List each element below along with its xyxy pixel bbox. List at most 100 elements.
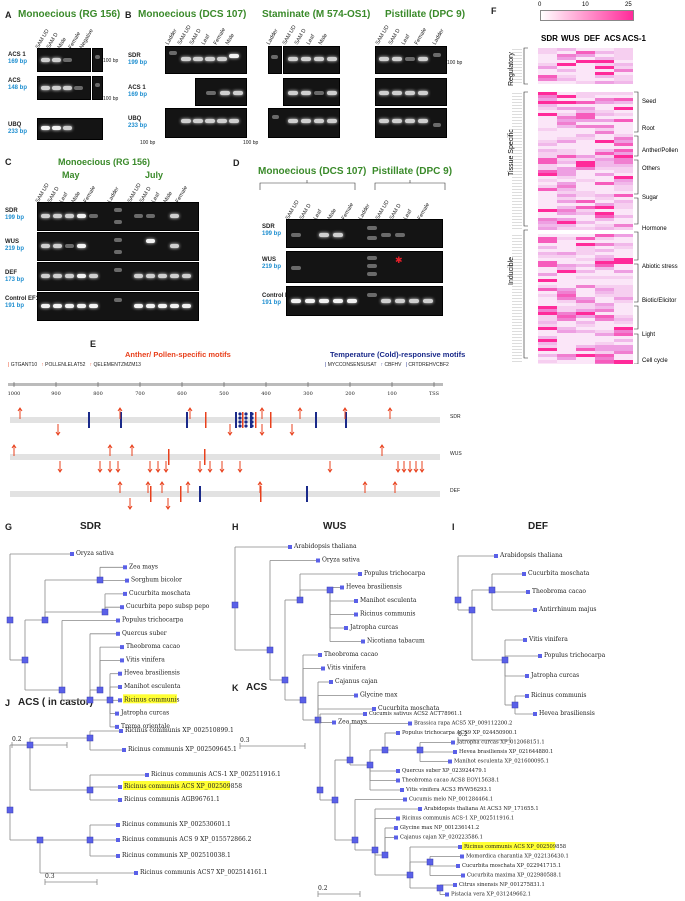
arrow-up-icon <box>259 407 265 419</box>
tree-node <box>326 586 334 594</box>
axis-tick-label: 300 <box>303 391 313 397</box>
heatmap-cell <box>595 72 614 75</box>
heatmap-cell <box>557 333 576 336</box>
heatmap-cell <box>576 306 595 309</box>
heatmap-cell <box>538 72 557 75</box>
heatmap-cell <box>557 354 576 357</box>
taxon-label: Zea mays <box>338 719 367 726</box>
heatmap-cell <box>557 246 576 249</box>
panel-d-title-1: Monoecious (DCS 107) <box>258 166 367 177</box>
heatmap-cell <box>538 75 557 78</box>
tree-node <box>26 741 34 749</box>
arrow-down-icon <box>413 461 419 473</box>
heatmap-cell <box>557 116 576 119</box>
heatmap-cell <box>614 252 633 255</box>
tree-leaf-marker <box>134 871 138 875</box>
panel-b-title-1: Monoecious (DCS 107) <box>138 9 247 20</box>
heatmap-cell <box>614 161 633 164</box>
category-label: Biotic/Elicitor <box>642 298 677 304</box>
promoter-track-sdr <box>10 417 440 423</box>
heatmap-cell <box>557 273 576 276</box>
heatmap-cell <box>576 321 595 324</box>
heatmap-cell <box>595 300 614 303</box>
heatmap-cell <box>614 149 633 152</box>
heatmap-cell <box>557 282 576 285</box>
heatmap-cell <box>538 360 557 363</box>
heatmap-cell <box>614 261 633 264</box>
heatmap-cell <box>614 339 633 342</box>
heatmap-cell <box>614 249 633 252</box>
heatmap-cell <box>614 243 633 246</box>
heatmap-cell <box>614 212 633 215</box>
heatmap-cell <box>538 318 557 321</box>
taxon-label: Arabidopsis thaliana <box>499 552 563 559</box>
heatmap-cell <box>576 107 595 110</box>
heatmap-cell <box>614 179 633 182</box>
axis-tick-label: 800 <box>93 391 103 397</box>
heatmap-cell <box>538 81 557 84</box>
tree-node <box>86 696 94 704</box>
heatmap-cell <box>538 170 557 173</box>
heatmap-cell <box>614 240 633 243</box>
heatmap-cell <box>576 66 595 69</box>
heatmap-cell <box>614 237 633 240</box>
taxon-label: Ricinus communis ACS-1 XP_002511916.1 <box>402 816 514 822</box>
heatmap-cell <box>576 237 595 240</box>
heatmap-cell <box>614 158 633 161</box>
heatmap-cell <box>595 345 614 348</box>
scale-tick: 25 <box>625 2 632 8</box>
arrow-down-icon <box>401 461 407 473</box>
panel-b-letter: B <box>125 10 132 20</box>
heatmap-cell <box>614 92 633 95</box>
arrow-up-icon <box>187 407 193 419</box>
tree-leaf-marker <box>118 698 122 703</box>
heatmap-cell <box>538 315 557 318</box>
heatmap-cell <box>576 261 595 264</box>
heatmap-cell <box>595 167 614 170</box>
heatmap-cell <box>595 164 614 167</box>
heatmap-cell <box>538 54 557 57</box>
temp-motif-mark <box>88 412 90 428</box>
heatmap-cell <box>538 276 557 279</box>
tree-leaf-marker <box>460 854 464 859</box>
tree-node <box>381 746 389 754</box>
tree-leaf-marker <box>116 854 120 858</box>
gel-image <box>37 292 199 321</box>
heatmap-cell <box>595 134 614 137</box>
heatmap-cell <box>614 333 633 336</box>
heatmap-cell <box>538 128 557 131</box>
heatmap-cell <box>538 306 557 309</box>
tree-leaf-marker <box>116 823 120 827</box>
heatmap-cell <box>557 185 576 188</box>
heatmap-cell <box>538 270 557 273</box>
heatmap-cell <box>595 330 614 333</box>
tree-leaf-marker <box>118 785 122 789</box>
heatmap-cell <box>614 273 633 276</box>
heatmap-cell <box>557 212 576 215</box>
heatmap-cell <box>595 98 614 101</box>
heatmap-cell <box>538 240 557 243</box>
heatmap-cell <box>614 315 633 318</box>
scale-label: 0.2 <box>12 736 22 743</box>
taxon-label: Cucurbita moschata <box>528 570 590 577</box>
heatmap-cell <box>614 95 633 98</box>
heatmap-cell <box>538 107 557 110</box>
heatmap-cell <box>557 249 576 252</box>
heatmap-cell <box>538 224 557 227</box>
heatmap-cell <box>538 51 557 54</box>
arrow-down-icon <box>259 424 265 436</box>
gel-image <box>165 46 247 74</box>
arrow-down-icon <box>147 461 153 473</box>
heatmap-cell <box>595 243 614 246</box>
gel-image <box>283 46 340 74</box>
tree-node <box>511 701 519 709</box>
heatmap-cell <box>614 203 633 206</box>
taxon-label: Cucurbita moschata <box>129 590 191 597</box>
scale-label: 0.3 <box>45 873 55 880</box>
taxon-label: Quercus suber XP_023924479.1 <box>402 768 487 774</box>
taxon-label: Manihot esculenta <box>124 683 181 690</box>
heatmap-cell <box>614 110 633 113</box>
